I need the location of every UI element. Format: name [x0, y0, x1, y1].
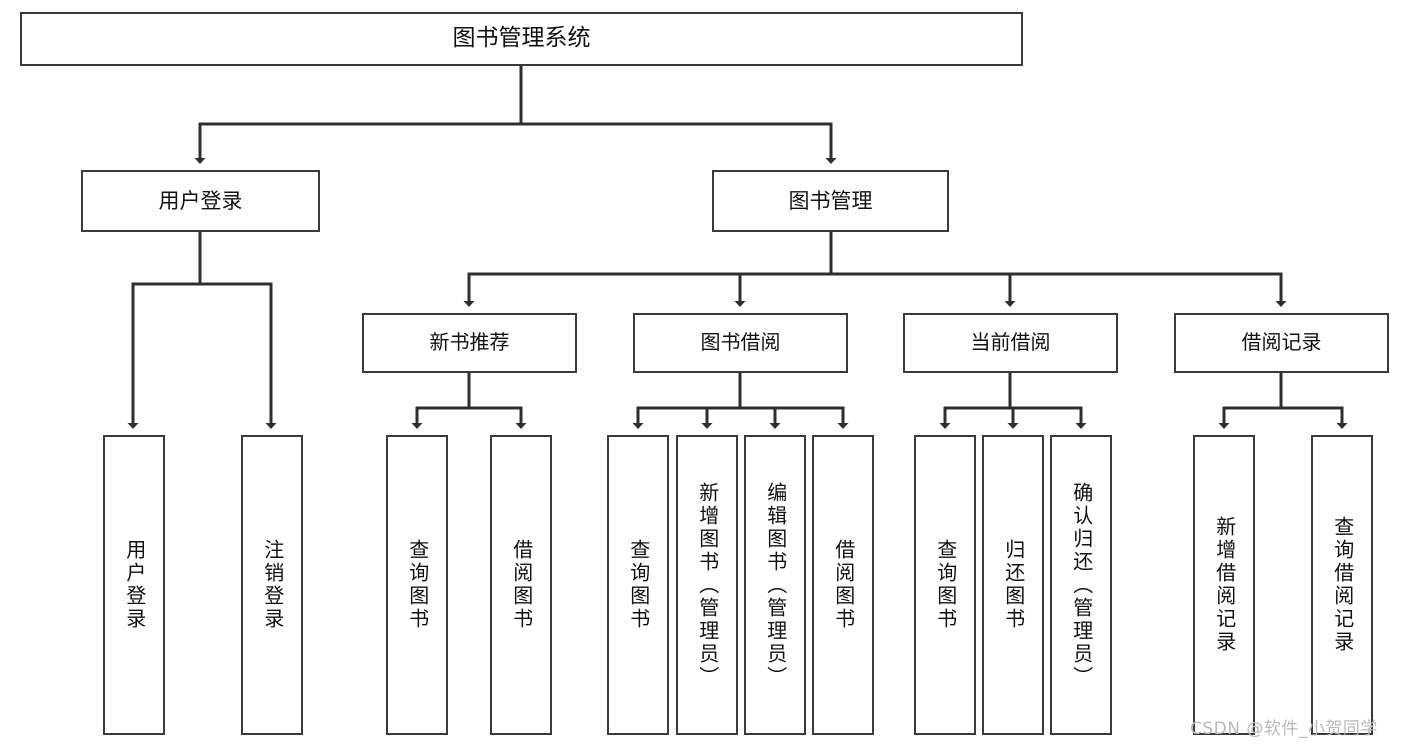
leaf-current-borrow-return-book[interactable]: 归还图书: [982, 435, 1044, 735]
leaf-label: 查询借阅记录: [1330, 516, 1355, 654]
leaf-user-login-login[interactable]: 用户登录: [103, 435, 165, 735]
leaf-user-login-logout[interactable]: 注销登录: [241, 435, 303, 735]
node-root-label: 图书管理系统: [452, 25, 591, 52]
leaf-current-borrow-query-book[interactable]: 查询图书: [914, 435, 976, 735]
leaf-borrow-record-query-record[interactable]: 查询借阅记录: [1311, 435, 1373, 735]
leaf-label: 新增图书（管理员）: [695, 481, 720, 689]
node-new-book-recommend-label: 新书推荐: [429, 330, 510, 355]
node-book-borrow[interactable]: 图书借阅: [633, 313, 848, 373]
leaf-label: 查询图书: [626, 539, 651, 631]
leaf-label: 新增借阅记录: [1212, 516, 1237, 654]
leaf-label: 借阅图书: [831, 539, 856, 631]
leaf-book-borrow-edit-book-admin[interactable]: 编辑图书（管理员）: [744, 435, 806, 735]
leaf-label: 查询图书: [933, 539, 958, 631]
node-book-management[interactable]: 图书管理: [712, 170, 949, 232]
node-book-management-label: 图书管理: [788, 188, 873, 213]
leaf-label: 归还图书: [1001, 539, 1026, 631]
node-user-login-label: 用户登录: [158, 188, 243, 213]
leaf-book-borrow-query-book[interactable]: 查询图书: [607, 435, 669, 735]
leaf-label: 确认归还（管理员）: [1069, 481, 1094, 689]
leaf-new-book-borrow-book[interactable]: 借阅图书: [490, 435, 552, 735]
leaf-label: 查询图书: [405, 539, 430, 631]
leaf-label: 编辑图书（管理员）: [763, 481, 788, 689]
leaf-book-borrow-add-book-admin[interactable]: 新增图书（管理员）: [676, 435, 738, 735]
leaf-book-borrow-borrow-book[interactable]: 借阅图书: [812, 435, 874, 735]
node-root-system[interactable]: 图书管理系统: [20, 12, 1023, 66]
node-current-borrow-label: 当前借阅: [970, 330, 1051, 355]
leaf-new-book-query-book[interactable]: 查询图书: [386, 435, 448, 735]
leaf-label: 用户登录: [122, 539, 147, 631]
leaf-current-borrow-confirm-return-admin[interactable]: 确认归还（管理员）: [1050, 435, 1112, 735]
node-user-login[interactable]: 用户登录: [81, 170, 320, 232]
node-current-borrow[interactable]: 当前借阅: [903, 313, 1118, 373]
leaf-label: 借阅图书: [509, 539, 534, 631]
node-new-book-recommend[interactable]: 新书推荐: [362, 313, 577, 373]
node-borrow-record[interactable]: 借阅记录: [1174, 313, 1389, 373]
leaf-borrow-record-add-record[interactable]: 新增借阅记录: [1193, 435, 1255, 735]
node-borrow-record-label: 借阅记录: [1241, 330, 1322, 355]
node-book-borrow-label: 图书借阅: [700, 330, 781, 355]
leaf-label: 注销登录: [260, 539, 285, 631]
csdn-watermark: CSDN @软件_小贺同学: [1190, 719, 1378, 739]
